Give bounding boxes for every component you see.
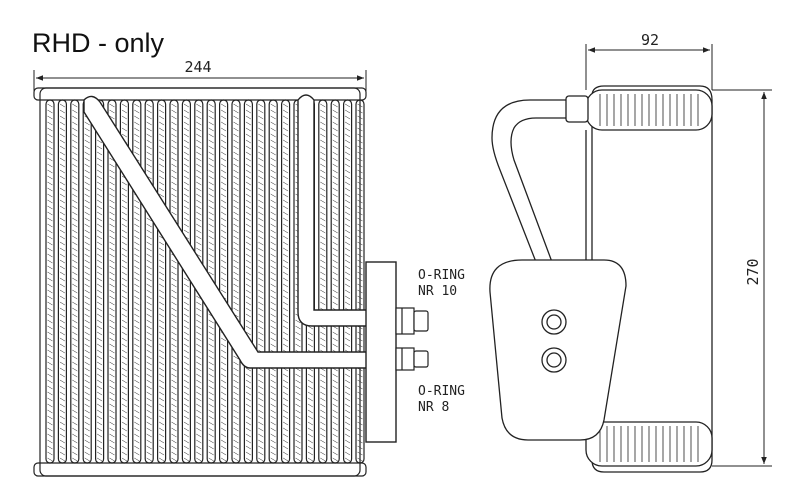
- height-label: 270: [744, 258, 762, 285]
- fin-tube: [169, 99, 179, 464]
- fin-texture: [171, 103, 177, 462]
- fin-texture: [357, 103, 363, 462]
- side-body: [591, 85, 713, 473]
- fin-tube: [256, 99, 266, 464]
- fin-texture: [282, 103, 289, 462]
- fin-tube: [144, 99, 154, 464]
- front-view: [33, 87, 429, 477]
- depth-label: 92: [641, 31, 659, 49]
- fin-texture: [84, 103, 90, 462]
- width-label: 244: [184, 58, 211, 76]
- oring-upper-label: O-RING: [418, 268, 465, 283]
- side-view: [489, 85, 713, 473]
- oring-upper-note: O-RING NR 10: [418, 268, 465, 300]
- oring-lower-label: O-RING: [418, 384, 465, 399]
- height-dimension: [712, 89, 772, 467]
- fin-texture: [96, 103, 103, 462]
- fin-tube: [132, 99, 142, 464]
- oring-lower-note: O-RING NR 8: [418, 384, 465, 416]
- vertical-pipe: [297, 94, 371, 327]
- fin-texture: [320, 103, 326, 462]
- side-pipe: [491, 99, 587, 263]
- oring-upper-size: NR 10: [418, 284, 458, 299]
- fin-tube: [82, 99, 92, 464]
- fin-tube: [355, 99, 365, 464]
- fin-texture: [72, 103, 78, 462]
- fin-tube: [281, 99, 291, 464]
- fin-texture: [158, 103, 165, 462]
- upper-connector: [395, 307, 429, 335]
- fin-texture: [146, 103, 152, 462]
- fin-tube: [157, 99, 167, 464]
- oring-lower-size: NR 8: [418, 400, 450, 415]
- fin-tube: [94, 99, 105, 464]
- fin-tube: [70, 99, 80, 464]
- lower-connector: [395, 347, 429, 371]
- fin-tube: [219, 99, 229, 464]
- fin-texture: [220, 103, 227, 462]
- fin-texture: [245, 103, 252, 462]
- fin-tube: [318, 99, 328, 464]
- bottom-header-tank: [33, 462, 367, 477]
- fin-texture: [332, 103, 338, 462]
- page-title: RHD - only: [32, 28, 165, 58]
- fin-texture: [59, 103, 66, 462]
- fin-tube: [268, 99, 278, 464]
- pipe-coupling: [565, 95, 589, 123]
- fin-texture: [344, 103, 351, 462]
- top-header-tank: [33, 87, 367, 101]
- lower-port: [541, 347, 567, 373]
- fin-tube: [119, 99, 130, 464]
- fin-texture: [47, 103, 53, 462]
- connection-flange: [365, 261, 397, 443]
- depth-dimension: [585, 44, 713, 90]
- fin-tubes: [45, 99, 365, 464]
- fin-texture: [183, 103, 190, 462]
- header-ribs: [599, 94, 699, 462]
- fin-tube: [231, 99, 241, 464]
- fin-tube: [181, 99, 191, 464]
- fin-tube: [243, 99, 253, 464]
- width-dimension: [33, 70, 367, 92]
- upper-port: [541, 309, 567, 335]
- fin-tube: [343, 99, 353, 464]
- fin-tube: [107, 99, 117, 464]
- fin-tube: [330, 99, 340, 464]
- fin-tube: [45, 99, 55, 464]
- fin-texture: [270, 103, 276, 462]
- fin-texture: [258, 103, 264, 462]
- fin-tube: [57, 99, 68, 464]
- fin-texture: [233, 103, 239, 462]
